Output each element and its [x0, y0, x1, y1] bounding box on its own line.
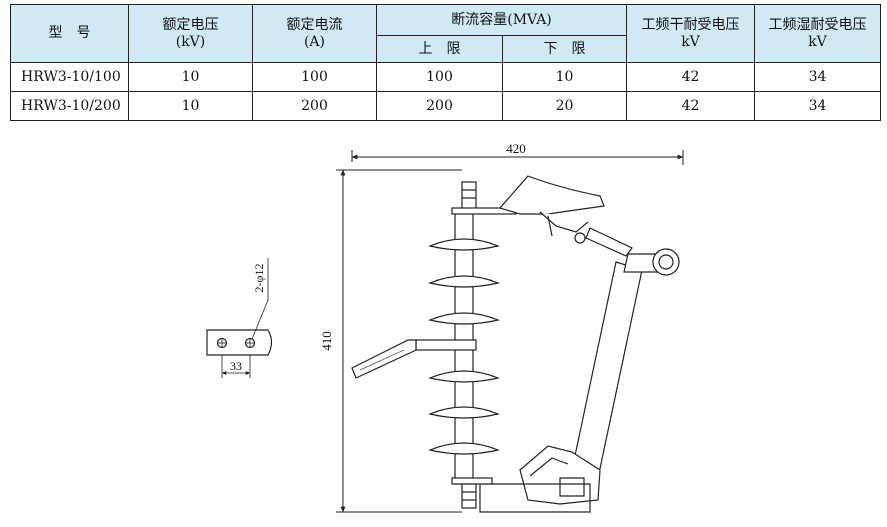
cell-dry: 42: [626, 91, 755, 121]
header-subrow: 上 限 下 限: [11, 35, 881, 63]
cell-voltage: 10: [128, 62, 253, 92]
cell-upper: 100: [376, 62, 503, 92]
header-rated-current: 额定电流(A): [252, 4, 377, 63]
bottom-terminal: [451, 477, 493, 509]
upper-contact: [498, 175, 633, 257]
top-terminal: [451, 181, 517, 215]
height-dimension: [336, 169, 462, 513]
mounting-plate-detail: [206, 258, 273, 378]
hole-dim-label: 2-φ12: [252, 264, 266, 293]
cell-model: HRW3-10/100: [10, 62, 129, 92]
table-row: HRW3-10/200 10 200 200 20 42 34: [10, 91, 881, 121]
mounting-arm: [351, 339, 477, 379]
height-dim-label: 410: [319, 331, 334, 351]
cell-lower: 10: [502, 62, 627, 92]
width-dim-label: 420: [506, 141, 526, 156]
cell-current: 100: [252, 62, 377, 92]
cell-voltage: 10: [128, 91, 253, 121]
header-rated-voltage: 额定电压(kV): [128, 4, 253, 63]
cell-wet: 34: [754, 62, 881, 92]
header-model: 型 号: [10, 4, 129, 63]
fuse-technical-drawing: 420 410 2-φ12 33: [206, 141, 684, 513]
cell-current: 200: [252, 91, 377, 121]
cell-lower: 20: [502, 91, 627, 121]
fuse-tube: [571, 248, 680, 479]
cell-wet: 34: [754, 91, 881, 121]
cell-model: HRW3-10/200: [10, 91, 129, 121]
header-breaking-capacity: 断流容量(MVA): [376, 4, 627, 36]
width-dimension: [351, 150, 684, 165]
cell-upper: 200: [376, 91, 503, 121]
header-upper-limit: 上 限: [376, 35, 503, 63]
spacing-dim-label: 33: [230, 359, 242, 373]
cell-dry: 42: [626, 62, 755, 92]
header-lower-limit: 下 限: [502, 35, 627, 63]
table-row: HRW3-10/100 10 100 100 10 42 34: [10, 62, 881, 92]
lower-contact: [479, 445, 601, 513]
